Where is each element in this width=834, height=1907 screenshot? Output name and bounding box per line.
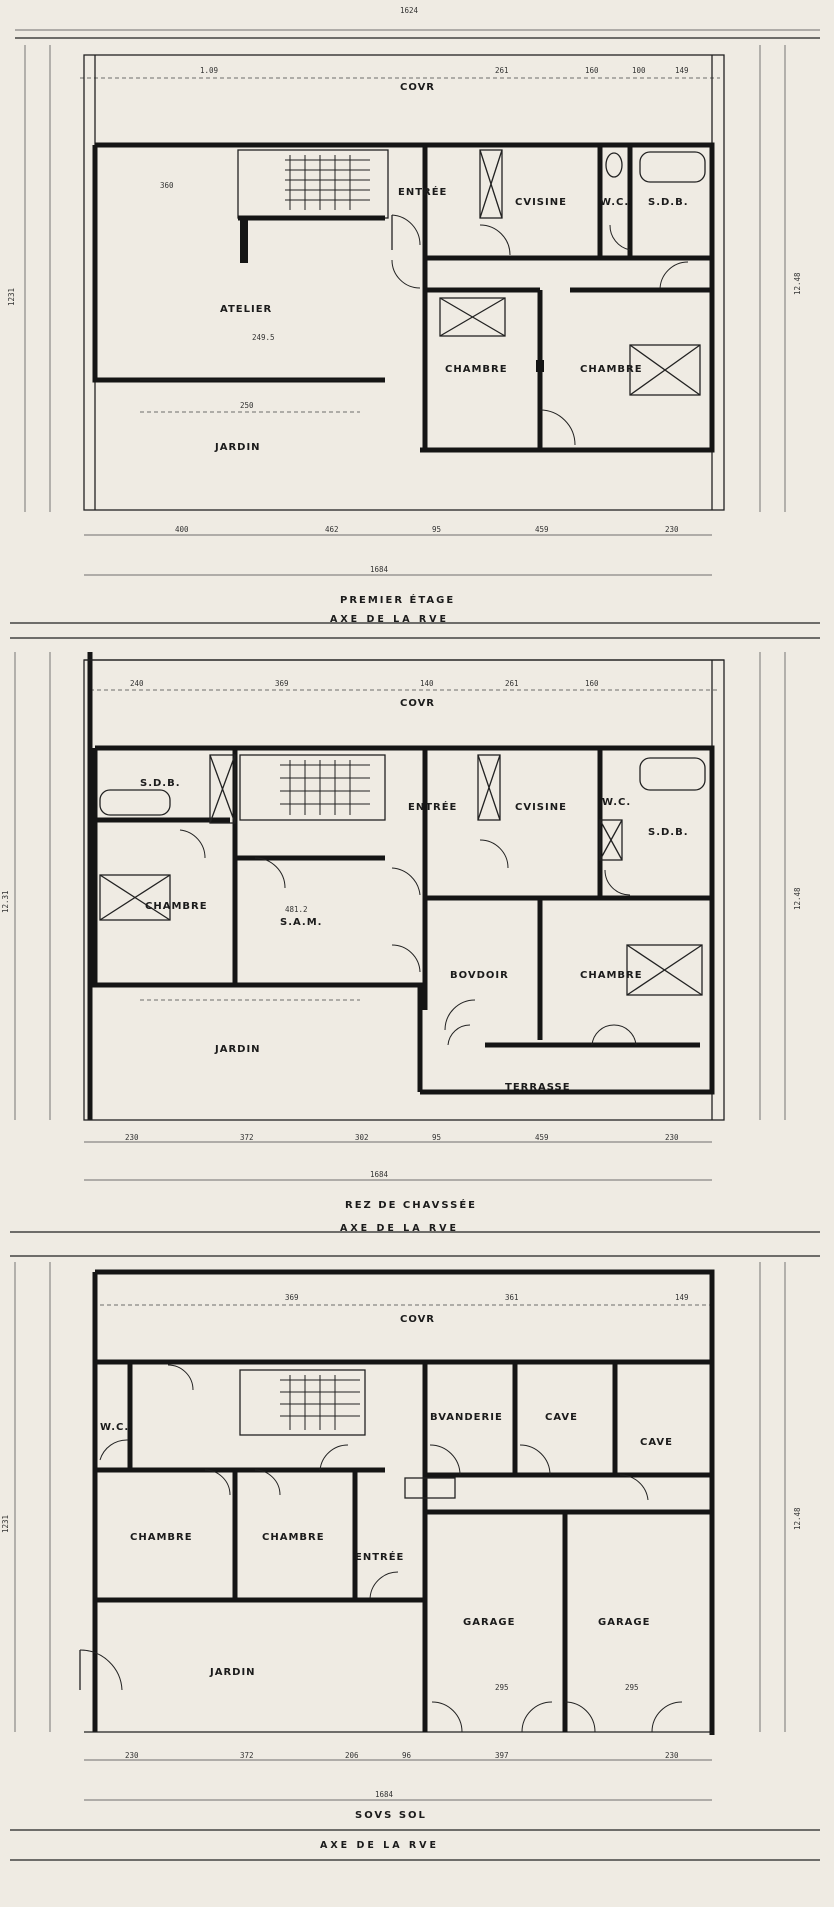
- axis-label: AXE DE LA RVE: [340, 1223, 459, 1234]
- dim-atelier-w: 249.5: [252, 333, 275, 342]
- room-wc: W.C.: [602, 797, 631, 808]
- dim-b2: 462: [325, 525, 339, 534]
- dim-top-3: 149: [675, 1293, 689, 1302]
- room-atelier: ATELIER: [220, 304, 272, 315]
- dim-sam-w: 481.2: [285, 905, 308, 914]
- dim-jardin-w: 250: [240, 401, 254, 410]
- room-boudoir: BOVDOIR: [450, 970, 509, 981]
- dim-b6: 230: [665, 1751, 679, 1760]
- room-cave-2: CAVE: [640, 1437, 673, 1448]
- dim-height-left: 1231: [1, 1515, 10, 1533]
- dim-b5: 397: [495, 1751, 509, 1760]
- room-buanderie: BVANDERIE: [430, 1412, 503, 1423]
- room-cave-1: CAVE: [545, 1412, 578, 1423]
- axis-label: AXE DE LA RVE: [320, 1840, 439, 1851]
- dim-b1: 230: [125, 1133, 139, 1142]
- dim-top-1: 1.09: [200, 66, 218, 75]
- dim-top-3: 140: [420, 679, 434, 688]
- dim-b5: 459: [535, 1133, 549, 1142]
- room-terrasse: TERRASSE: [505, 1082, 571, 1093]
- dim-height-right: 12.48: [793, 1507, 802, 1530]
- dim-garage-w2: 295: [625, 1683, 639, 1692]
- dim-height-left: 12.31: [1, 890, 10, 913]
- dim-overall-bottom: 1684: [370, 1170, 389, 1179]
- plan-premier-etage: 1624 1.09 261 160 100 149 COVR 1231 12.4…: [7, 6, 820, 639]
- room-entree: ENTRÉE: [408, 800, 457, 813]
- plan-title: REZ DE CHAVSSÉE: [345, 1198, 477, 1211]
- room-cour: COVR: [400, 698, 435, 709]
- room-chambre-2: CHAMBRE: [580, 364, 643, 375]
- room-wc: W.C.: [600, 197, 629, 208]
- dim-overall-bottom: 1684: [370, 565, 389, 574]
- dim-top-3: 160: [585, 66, 599, 75]
- room-entree: ENTRÉE: [398, 185, 447, 198]
- room-chambre-2: CHAMBRE: [262, 1532, 325, 1543]
- dim-overall-top: 1624: [400, 6, 419, 15]
- dim-top-1: 240: [130, 679, 144, 688]
- dim-garage-w1: 295: [495, 1683, 509, 1692]
- room-sam: S.A.M.: [280, 917, 322, 928]
- dim-b1: 230: [125, 1751, 139, 1760]
- room-chambre-left: CHAMBRE: [145, 901, 208, 912]
- dim-height-right: 12.48: [793, 887, 802, 910]
- dim-b4: 95: [432, 1133, 441, 1142]
- dim-top-2: 261: [495, 66, 509, 75]
- dim-b1: 400: [175, 525, 189, 534]
- room-jardin: JARDIN: [214, 1044, 261, 1055]
- dim-b2: 372: [240, 1751, 254, 1760]
- dim-b4: 459: [535, 525, 549, 534]
- room-garage-1: GARAGE: [463, 1617, 515, 1628]
- room-entree: ENTRÉE: [355, 1550, 404, 1563]
- room-sdb-left: S.D.B.: [140, 778, 181, 789]
- room-jardin: JARDIN: [214, 442, 261, 453]
- dim-height-right: 12.48: [793, 272, 802, 295]
- dim-atelier-top: 360: [160, 181, 174, 190]
- room-sdb: S.D.B.: [648, 197, 689, 208]
- dim-top-5: 149: [675, 66, 689, 75]
- room-jardin: JARDIN: [209, 1667, 256, 1678]
- dim-top-4: 100: [632, 66, 646, 75]
- room-cuisine: CVISINE: [515, 802, 567, 813]
- dim-top-4: 261: [505, 679, 519, 688]
- room-chambre-right: CHAMBRE: [580, 970, 643, 981]
- dim-b3: 302: [355, 1133, 369, 1142]
- plan-sous-sol: 1231 12.48 369 361 149 COVR W.C. CHAMBRE…: [1, 1262, 820, 1861]
- room-cuisine: CVISINE: [515, 197, 567, 208]
- dim-top-2: 361: [505, 1293, 519, 1302]
- dim-top-1: 369: [285, 1293, 299, 1302]
- room-chambre-1: CHAMBRE: [445, 364, 508, 375]
- plan-rez-de-chaussee: 240 369 140 261 160 COVR 12.31 12.48 S.D…: [1, 652, 820, 1257]
- dim-b6: 230: [665, 1133, 679, 1142]
- dim-b3: 206: [345, 1751, 359, 1760]
- dim-b4: 96: [402, 1751, 412, 1760]
- dim-b2: 372: [240, 1133, 254, 1142]
- dim-b5: 230: [665, 525, 679, 534]
- room-cour: COVR: [400, 1314, 435, 1325]
- axis-label: AXE DE LA RVE: [330, 614, 449, 625]
- dim-top-5: 160: [585, 679, 599, 688]
- room-sdb-right: S.D.B.: [648, 827, 689, 838]
- dim-top-2: 369: [275, 679, 289, 688]
- room-wc: W.C.: [100, 1422, 129, 1433]
- room-chambre-1: CHAMBRE: [130, 1532, 193, 1543]
- room-garage-2: GARAGE: [598, 1617, 650, 1628]
- dim-height-left: 1231: [7, 288, 16, 306]
- dim-b3: 95: [432, 525, 441, 534]
- plan-title: PREMIER ÉTAGE: [340, 593, 455, 606]
- dim-overall-bottom: 1684: [375, 1790, 394, 1799]
- plan-title: SOVS SOL: [355, 1810, 427, 1821]
- room-cour: COVR: [400, 82, 435, 93]
